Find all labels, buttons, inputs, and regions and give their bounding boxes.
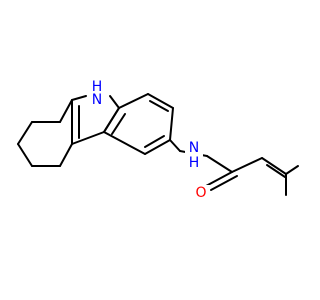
bond bbox=[17, 143, 33, 167]
bond bbox=[103, 107, 120, 133]
indole-nh-nitrogen: N bbox=[92, 92, 102, 108]
carbonyl-oxygen: O bbox=[195, 185, 206, 201]
amide-nh-label: N H bbox=[185, 140, 203, 171]
amide-nh-hydrogen: H bbox=[189, 155, 200, 171]
bond bbox=[147, 93, 174, 109]
bond bbox=[59, 99, 73, 123]
bond bbox=[169, 107, 174, 141]
indole-nh-label: H N bbox=[88, 79, 106, 108]
bond bbox=[71, 131, 105, 145]
bond bbox=[261, 157, 287, 175]
bond bbox=[169, 139, 181, 152]
bond bbox=[103, 131, 146, 155]
bond bbox=[144, 135, 165, 148]
bond bbox=[210, 175, 238, 191]
bond bbox=[231, 157, 263, 173]
benzene-ring bbox=[103, 93, 174, 155]
amide-nh-nitrogen: N bbox=[189, 140, 199, 156]
bond bbox=[205, 171, 233, 187]
bond bbox=[71, 95, 87, 101]
bond bbox=[206, 155, 233, 173]
bond bbox=[109, 95, 120, 109]
carbonyl-oxygen-label: O bbox=[192, 185, 210, 201]
bond bbox=[149, 100, 169, 112]
molecule-structure-drawing: H N N H O bbox=[17, 79, 299, 201]
cyclohexane-ring bbox=[17, 99, 73, 167]
bond bbox=[266, 164, 286, 178]
bond bbox=[111, 113, 126, 135]
side-chain bbox=[169, 139, 299, 196]
bond bbox=[17, 121, 33, 145]
bond bbox=[285, 165, 299, 175]
bond bbox=[144, 139, 171, 155]
indole-nh-hydrogen: H bbox=[92, 79, 103, 95]
bond bbox=[118, 93, 149, 109]
molecule-structure-canvas: H N N H O bbox=[17, 79, 299, 201]
bond bbox=[59, 143, 73, 167]
